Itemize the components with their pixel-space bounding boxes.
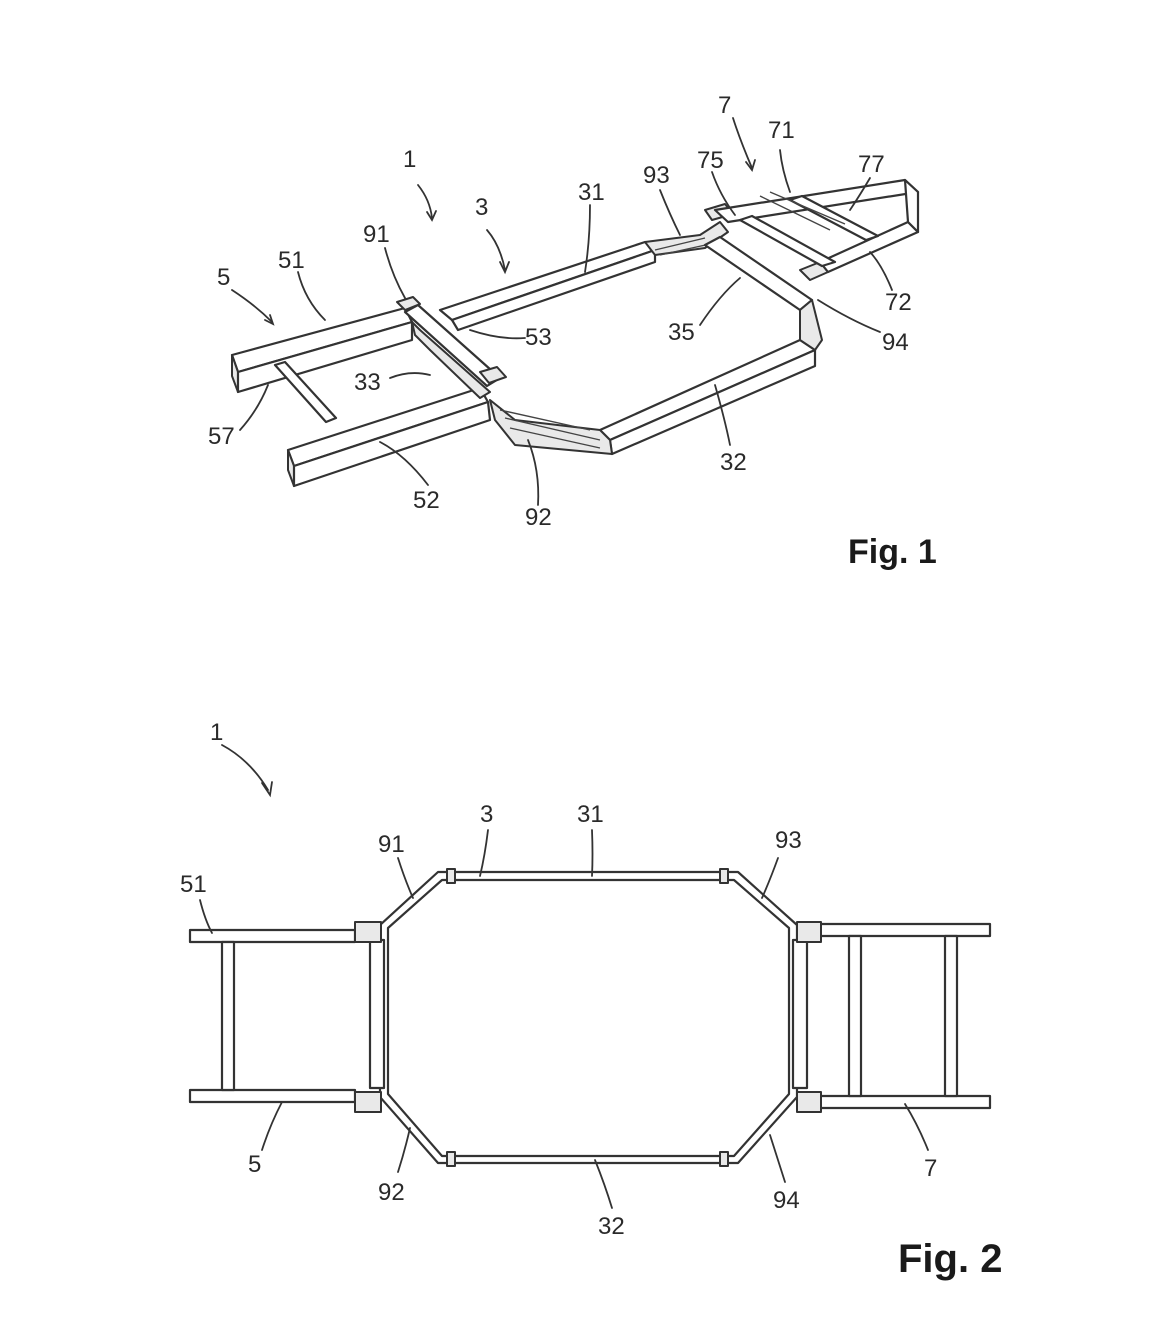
fig2-caption: Fig. 2 bbox=[898, 1237, 1002, 1281]
fig2-label-5: 5 bbox=[248, 1151, 261, 1178]
fig2-beam-71 bbox=[818, 922, 992, 938]
fig1-cross-57 bbox=[273, 360, 338, 424]
fig1-label-72: 72 bbox=[885, 289, 912, 316]
fig1-label-35: 35 bbox=[668, 319, 695, 346]
fig2-label-94: 94 bbox=[773, 1187, 800, 1214]
fig2-beam-52 bbox=[188, 1088, 357, 1104]
fig1-label-93: 93 bbox=[643, 162, 670, 189]
fig2-drawing bbox=[188, 744, 992, 1209]
fig1-label-57: 57 bbox=[208, 423, 235, 450]
fig1-label-77: 77 bbox=[858, 151, 885, 178]
fig2-cross-57 bbox=[220, 940, 236, 1092]
fig2-label-93: 93 bbox=[775, 827, 802, 854]
fig1-beam-72 bbox=[818, 220, 920, 274]
fig2-label-1: 1 bbox=[210, 719, 223, 746]
fig1-reference-numerals: 1 3 5 51 52 53 57 33 91 92 93 31 32 35 7… bbox=[208, 92, 937, 571]
fig1-label-32: 32 bbox=[720, 449, 747, 476]
fig1-label-5: 5 bbox=[217, 264, 230, 291]
fig1-label-51: 51 bbox=[278, 247, 305, 274]
fig2-node-93 bbox=[796, 921, 822, 943]
fig2-label-91: 91 bbox=[378, 831, 405, 858]
fig1-label-71: 71 bbox=[768, 117, 795, 144]
fig1-label-91: 91 bbox=[363, 221, 390, 248]
fig2-label-92: 92 bbox=[378, 1179, 405, 1206]
fig2-node-92 bbox=[354, 1091, 382, 1113]
fig1-label-92: 92 bbox=[525, 504, 552, 531]
fig2-node-94 bbox=[796, 1091, 822, 1113]
fig2-label-32: 32 bbox=[598, 1213, 625, 1240]
fig1-cross-75 bbox=[738, 214, 837, 268]
fig2-beam-72 bbox=[818, 1094, 992, 1110]
fig1-label-3: 3 bbox=[475, 194, 488, 221]
fig2-reference-numerals: 1 3 31 91 93 51 5 92 32 94 7 Fig. 2 bbox=[180, 719, 1002, 1281]
fig2-label-51: 51 bbox=[180, 871, 207, 898]
fig1-label-75: 75 bbox=[697, 147, 724, 174]
fig1-beam-71 bbox=[713, 178, 920, 224]
fig2-label-31: 31 bbox=[577, 801, 604, 828]
fig2-label-7: 7 bbox=[924, 1155, 937, 1182]
fig2-frame-3 bbox=[378, 870, 799, 1165]
fig1-cross-77 bbox=[788, 194, 880, 242]
fig1-drawing bbox=[230, 117, 920, 506]
fig1-label-33: 33 bbox=[354, 369, 381, 396]
fig2-label-3: 3 bbox=[480, 801, 493, 828]
fig1-label-94: 94 bbox=[882, 329, 909, 356]
fig1-label-7: 7 bbox=[718, 92, 731, 119]
fig1-label-53: 53 bbox=[525, 324, 552, 351]
fig1-label-31: 31 bbox=[578, 179, 605, 206]
fig2-beam-51 bbox=[188, 928, 357, 944]
fig1-rail-32 bbox=[598, 338, 817, 442]
fig1-label-52: 52 bbox=[413, 487, 440, 514]
fig2-node-91 bbox=[354, 921, 382, 943]
fig1-label-1: 1 bbox=[403, 146, 416, 173]
fig1-node-92 bbox=[489, 399, 613, 455]
fig1-node-94 bbox=[799, 299, 823, 351]
fig1-rail-31 bbox=[438, 240, 657, 322]
fig1-caption: Fig. 1 bbox=[848, 533, 937, 571]
